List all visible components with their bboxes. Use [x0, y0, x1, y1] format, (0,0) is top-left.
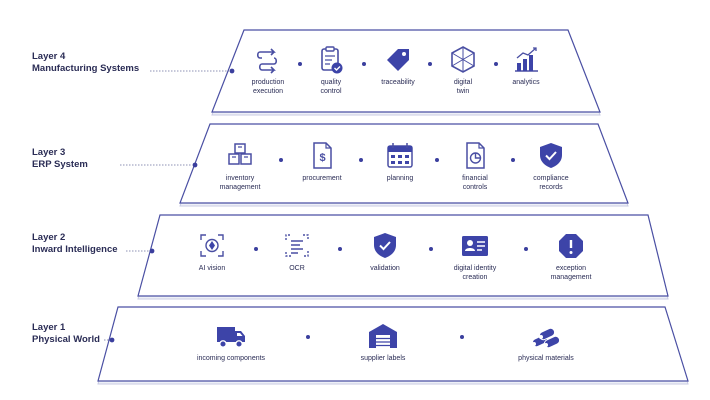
separator-dot: [338, 247, 342, 251]
item-label: supplier labels: [360, 355, 406, 362]
item-label: production execution: [251, 79, 285, 95]
layer-1-title: Layer 1: [32, 322, 66, 333]
shield-check-icon: [540, 143, 562, 168]
item-label: planning: [386, 175, 414, 182]
alert-octagon-icon: [559, 234, 583, 258]
id-card-icon: [462, 236, 488, 256]
layer-3-connector-dot: [192, 162, 198, 168]
layer-1-item: supplier labels: [338, 320, 428, 363]
svg-text:$: $: [319, 152, 325, 164]
cube-icon: [451, 46, 475, 73]
layer-2-title: Layer 2: [32, 232, 66, 243]
separator-dot: [435, 158, 439, 162]
item-label: digital twin: [453, 79, 473, 95]
layer-3-label: Layer 3 ERP System: [32, 147, 88, 171]
invoice-dollar-icon: $: [313, 142, 332, 169]
scan-eye-icon: [200, 234, 224, 257]
layer-2-item: AI vision: [167, 230, 257, 273]
separator-dot: [524, 247, 528, 251]
layer-4-item: digital twin: [418, 44, 508, 96]
layer-2-label: Layer 2 Inward Intelligence: [32, 232, 118, 256]
tag-icon: [387, 49, 409, 71]
layer-3-item: financial controls: [430, 140, 520, 192]
clipboard-check-icon: [321, 46, 343, 74]
item-label: procurement: [302, 175, 342, 182]
layer-1-item: incoming components: [186, 320, 276, 363]
separator-dot: [362, 62, 366, 66]
layer-3-item: planning: [355, 140, 445, 183]
scan-text-icon: [285, 234, 309, 257]
item-label: compliance records: [533, 175, 569, 191]
layer-4-item: traceability: [353, 44, 443, 87]
item-label: financial controls: [462, 175, 488, 191]
document-pie-icon: [466, 142, 485, 169]
layer-4-name: Manufacturing Systems: [32, 63, 140, 74]
layer-3-item: $ procurement: [277, 140, 367, 183]
bar-chart-icon: [515, 47, 538, 72]
layer-1-item: physical materials: [501, 320, 591, 363]
layer-2-item: validation: [340, 230, 430, 273]
separator-dot: [428, 62, 432, 66]
layer-3-band: [179, 123, 629, 204]
layer-4-connector-dot: [229, 68, 235, 74]
layer-4-item: production execution: [223, 44, 313, 96]
boxes-icon: [228, 143, 252, 165]
layer-3-title: Layer 3: [32, 147, 66, 158]
layer-1-label: Layer 1 Physical World: [32, 322, 100, 346]
layer-1-name: Physical World: [32, 334, 100, 345]
layer-3-item: inventory management: [195, 140, 285, 192]
item-label: validation: [370, 265, 400, 272]
layer-1-connector-dot: [109, 337, 115, 343]
item-label: inventory management: [219, 175, 261, 191]
layer-4-item: analytics: [481, 44, 571, 87]
truck-icon: [217, 327, 245, 348]
calendar-icon: [387, 143, 413, 168]
item-label: traceability: [381, 79, 415, 86]
separator-dot: [460, 335, 464, 339]
item-label: physical materials: [518, 355, 574, 362]
layer-2-band: [137, 214, 669, 297]
pipes-icon: [531, 327, 561, 349]
layer-2-name: Inward Intelligence: [32, 244, 118, 255]
separator-dot: [494, 62, 498, 66]
layer-4-band: [211, 29, 601, 113]
item-label: exception management: [550, 265, 592, 281]
shield-check-icon: [374, 233, 396, 258]
layer-4-title: Layer 4: [32, 51, 66, 62]
warehouse-icon: [369, 324, 397, 348]
item-label: quality control: [320, 79, 342, 95]
layer-3-item: compliance records: [506, 140, 596, 192]
item-label: analytics: [512, 79, 540, 86]
separator-dot: [298, 62, 302, 66]
separator-dot: [511, 158, 515, 162]
item-label: incoming components: [196, 355, 266, 362]
layer-2-item: digital identity creation: [430, 230, 520, 282]
layer-4-label: Layer 4 Manufacturing Systems: [32, 51, 139, 75]
separator-dot: [306, 335, 310, 339]
layer-2-connector-dot: [149, 248, 155, 254]
layer-2-item: exception management: [526, 230, 616, 282]
item-label: digital identity creation: [453, 265, 497, 281]
item-label: AI vision: [198, 265, 226, 272]
separator-dot: [429, 247, 433, 251]
layer-3-name: ERP System: [32, 159, 88, 170]
layer-4-item: quality control: [286, 44, 376, 96]
separator-dot: [254, 247, 258, 251]
item-label: OCR: [289, 265, 305, 272]
flow-arrows-icon: [256, 48, 278, 74]
separator-dot: [279, 158, 283, 162]
separator-dot: [359, 158, 363, 162]
layer-2-item: OCR: [252, 230, 342, 273]
